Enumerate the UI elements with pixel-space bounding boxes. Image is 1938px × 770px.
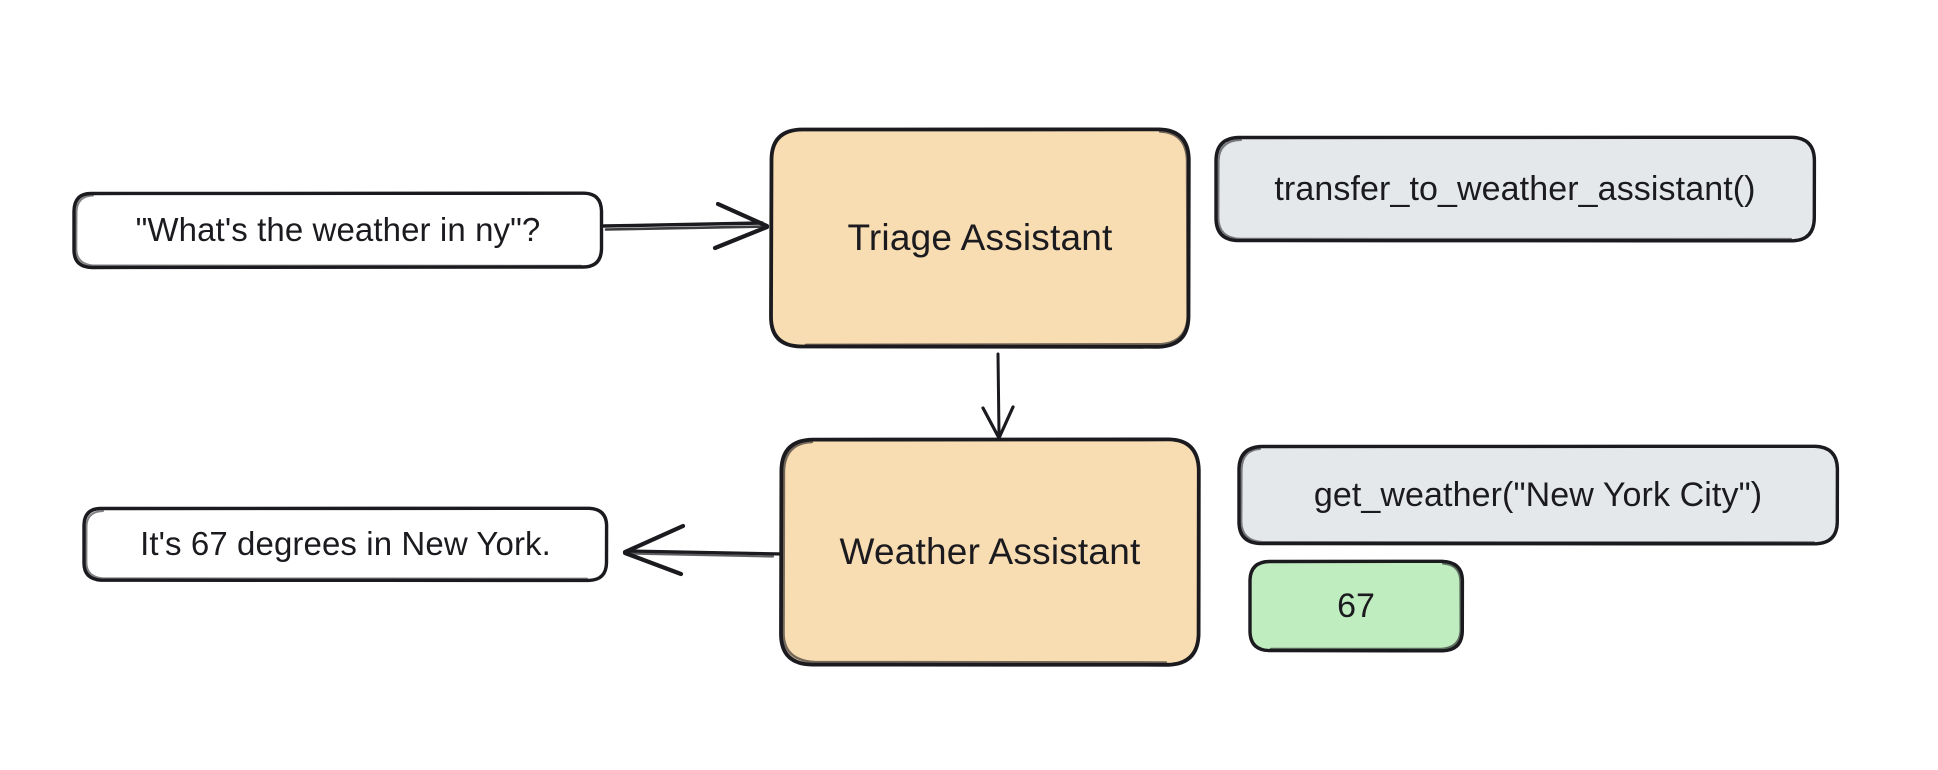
user-question-label: "What's the weather in ny"? [135, 211, 541, 248]
arrow-question-to-triage [602, 201, 770, 251]
assistant-answer-box[interactable]: It's 67 degrees in New York. [82, 506, 609, 583]
arrow-weather-to-answer [622, 523, 785, 577]
node-triage-assistant[interactable]: Triage Assistant [769, 127, 1191, 349]
tool-call-get-weather-box[interactable]: get_weather("New York City") [1237, 444, 1840, 546]
node-weather-assistant-label: Weather Assistant [839, 530, 1141, 572]
arrow-triage-to-weather [981, 352, 1015, 440]
tool-call-transfer-box[interactable]: transfer_to_weather_assistant() [1214, 135, 1817, 243]
user-question-box[interactable]: "What's the weather in ny"? [72, 191, 604, 270]
tool-result-box[interactable]: 67 [1248, 559, 1465, 653]
node-triage-assistant-label: Triage Assistant [847, 216, 1113, 258]
node-weather-assistant[interactable]: Weather Assistant [779, 437, 1201, 667]
tool-result-label: 67 [1337, 586, 1375, 625]
tool-call-get-weather-label: get_weather("New York City") [1313, 475, 1763, 514]
assistant-answer-label: It's 67 degrees in New York. [140, 525, 551, 562]
tool-call-transfer-label: transfer_to_weather_assistant() [1274, 169, 1756, 208]
